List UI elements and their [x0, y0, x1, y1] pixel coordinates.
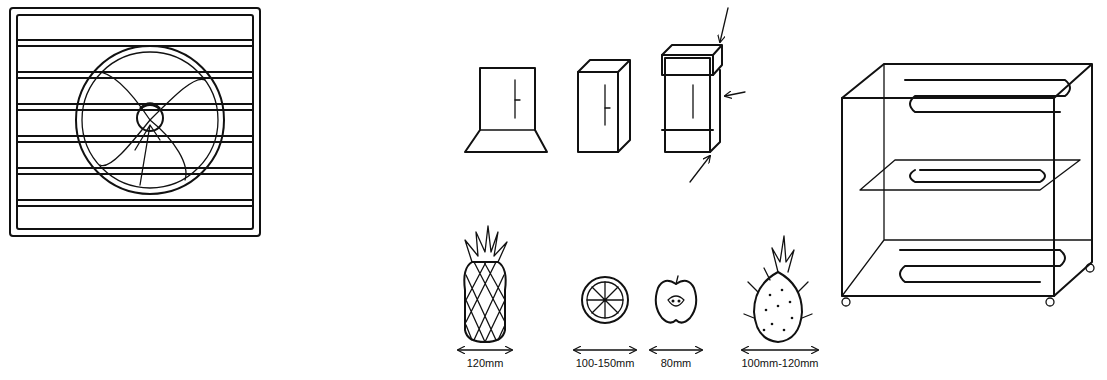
fan-grille — [10, 8, 260, 236]
capped-container — [662, 8, 745, 182]
dimension-label: 100mm-120mm — [741, 357, 818, 369]
pineapple-sketch — [464, 226, 507, 342]
hood-container — [465, 68, 547, 152]
dimension-label: 100-150mm — [576, 357, 635, 369]
coil-box — [842, 64, 1094, 306]
apple-sketch — [656, 276, 697, 323]
orange-sketch — [582, 277, 628, 323]
dimension-label: 80mm — [661, 357, 692, 369]
dimension-arrow — [458, 349, 818, 350]
prism-container — [578, 60, 630, 152]
dragonfruit-sketch — [744, 236, 812, 342]
dimension-label: 120mm — [467, 357, 504, 369]
